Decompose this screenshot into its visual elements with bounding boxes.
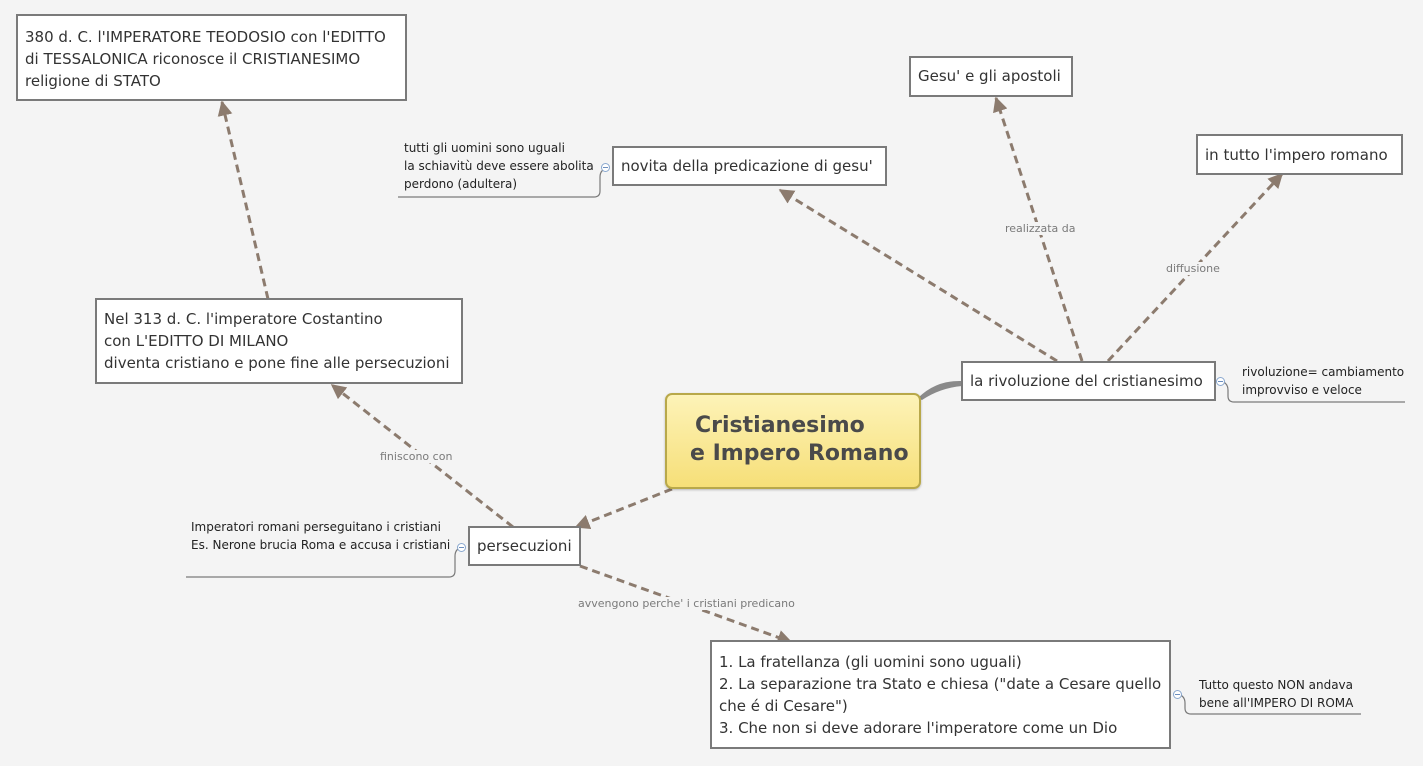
topic-tutto-impero[interactable]: in tutto l'impero romano [1196, 134, 1403, 175]
note-persecuzioni-line-2: Es. Nerone brucia Roma e accusa i cristi… [191, 538, 451, 552]
link-rivoluzione-gesu [993, 96, 1084, 362]
topic-teodosio[interactable]: 380 d. C. l'IMPERATORE TEODOSIO con l'ED… [16, 14, 407, 101]
topic-persecuzioni[interactable]: persecuzioni [468, 526, 581, 566]
relation-label-diffusione[interactable]: diffusione [1164, 262, 1222, 275]
relation-label-avvengono[interactable]: avvengono perche' i cristiani predicano [576, 597, 797, 610]
note-novita-line-3: perdono (adultera) [404, 177, 518, 191]
teodosio-line-2: di TESSALONICA riconosce il CRISTIANESIM… [25, 50, 361, 68]
collapse-novita-icon[interactable] [601, 163, 610, 172]
central-topic[interactable]: Cristianesimo e Impero Romano [665, 393, 921, 489]
link-persecuzioni-fratellanza [579, 564, 793, 645]
link-costantino-teodosio [217, 100, 270, 300]
note-novita-line-2: la schiavitù deve essere abolita [404, 159, 594, 173]
fratellanza-line-1: 1. La fratellanza (gli uomini sono ugual… [719, 653, 1022, 671]
note-fratellanza-line-1: Tutto questo NON andava [1199, 678, 1353, 692]
link-rivoluzione-novita [778, 188, 1058, 363]
topic-rivoluzione[interactable]: la rivoluzione del cristianesimo [961, 361, 1216, 401]
costantino-line-2: con L'EDITTO DI MILANO [104, 332, 289, 350]
note-rivoluzione-line-2: improvviso e veloce [1242, 383, 1362, 397]
central-title-line1: Cristianesimo [695, 413, 865, 438]
costantino-line-1: Nel 313 d. C. l'imperatore Costantino [104, 310, 383, 328]
topic-gesu-apostoli[interactable]: Gesu' e gli apostoli [909, 56, 1073, 97]
collapse-fratellanza-icon[interactable] [1173, 690, 1182, 699]
topic-rivoluzione-label: la rivoluzione del cristianesimo [970, 372, 1203, 390]
topic-persecuzioni-label: persecuzioni [477, 537, 572, 555]
teodosio-line-3: religione di STATO [25, 72, 161, 90]
collapse-persecuzioni-icon[interactable] [457, 543, 466, 552]
fratellanza-line-3: che é di Cesare") [719, 697, 848, 715]
note-novita-line-1: tutti gli uomini sono uguali [404, 141, 565, 155]
note-rivoluzione[interactable]: rivoluzione= cambiamento improvviso e ve… [1242, 363, 1404, 399]
topic-costantino[interactable]: Nel 313 d. C. l'imperatore Costantino co… [95, 298, 463, 384]
topic-novita-label: novita della predicazione di gesu' [621, 157, 873, 175]
topic-gesu-label: Gesu' e gli apostoli [918, 67, 1061, 85]
relation-label-realizzata[interactable]: realizzata da [1003, 222, 1078, 235]
topic-fratellanza[interactable]: 1. La fratellanza (gli uomini sono ugual… [710, 640, 1171, 749]
costantino-line-3: diventa cristiano e pone fine alle perse… [104, 354, 450, 372]
fratellanza-line-4: 3. Che non si deve adorare l'imperatore … [719, 719, 1118, 737]
fratellanza-line-2: 2. La separazione tra Stato e chiesa ("d… [719, 675, 1162, 693]
teodosio-line-1: 380 d. C. l'IMPERATORE TEODOSIO con l'ED… [25, 28, 386, 46]
relation-label-finiscono[interactable]: finiscono con [378, 450, 455, 463]
topic-novita[interactable]: novita della predicazione di gesu' [612, 146, 887, 186]
note-persecuzioni-line-1: Imperatori romani perseguitano i cristia… [191, 520, 441, 534]
note-fratellanza[interactable]: Tutto questo NON andava bene all'IMPERO … [1199, 676, 1353, 712]
central-title-line2: e Impero Romano [690, 441, 909, 466]
note-persecuzioni[interactable]: Imperatori romani perseguitano i cristia… [191, 518, 450, 554]
collapse-rivoluzione-icon[interactable] [1216, 377, 1225, 386]
link-central-persecuzioni [574, 487, 673, 530]
topic-tutto-impero-label: in tutto l'impero romano [1205, 146, 1388, 164]
note-novita[interactable]: tutti gli uomini sono uguali la schiavit… [404, 139, 594, 193]
note-fratellanza-line-2: bene all'IMPERO DI ROMA [1199, 696, 1354, 710]
link-central-rivoluzione [918, 380, 962, 400]
note-line-fratellanza [1177, 693, 1361, 715]
link-rivoluzione-impero [1106, 172, 1284, 363]
note-rivoluzione-line-1: rivoluzione= cambiamento [1242, 365, 1405, 379]
note-line-rivoluzione [1220, 380, 1405, 403]
